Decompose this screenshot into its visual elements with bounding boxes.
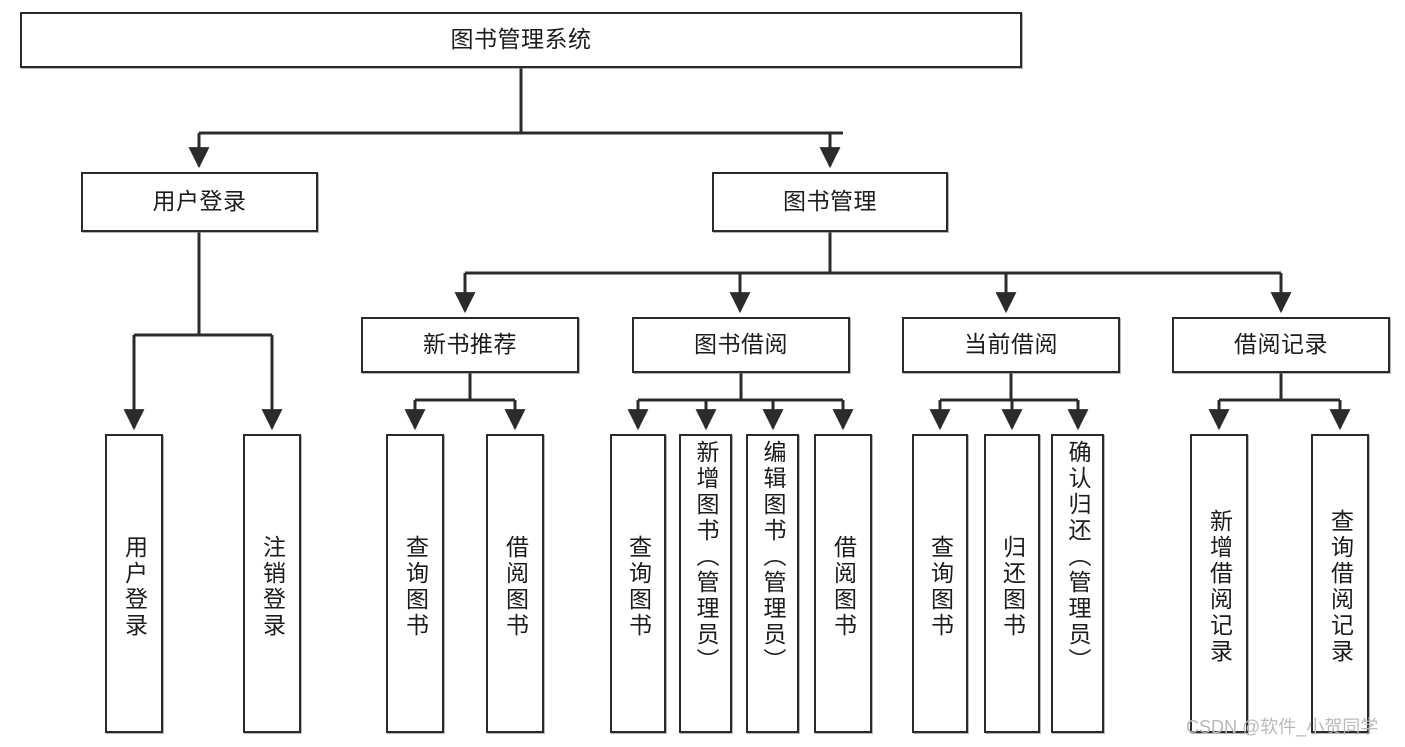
node-leaf-query-book-2[interactable]: 查询图书 (610, 434, 666, 733)
node-leaf-query-book-2-label: 查询图书 (625, 534, 652, 639)
node-leaf-return-book[interactable]: 归还图书 (984, 434, 1040, 733)
watermark-text: CSDN @软件_小贺同学 (1186, 717, 1379, 737)
node-borrow-record-label: 借阅记录 (1234, 331, 1328, 358)
node-leaf-add-book[interactable]: 新增图书（管理员） (679, 434, 732, 733)
node-leaf-logout[interactable]: 注销登录 (243, 434, 301, 733)
node-book-manage[interactable]: 图书管理 (712, 172, 948, 232)
node-current-borrow-label: 当前借阅 (964, 331, 1058, 358)
node-leaf-add-book-label: 新增图书（管理员） (693, 440, 719, 674)
node-leaf-add-record[interactable]: 新增借阅记录 (1190, 434, 1248, 733)
node-book-borrow-label: 图书借阅 (694, 331, 788, 358)
node-user-login-label: 用户登录 (152, 188, 247, 215)
node-current-borrow[interactable]: 当前借阅 (902, 317, 1120, 373)
node-leaf-confirm-return[interactable]: 确认归还（管理员） (1051, 434, 1104, 733)
node-new-book-recommend-label: 新书推荐 (423, 331, 517, 358)
node-leaf-borrow-book-2[interactable]: 借阅图书 (814, 434, 872, 733)
node-leaf-logout-label: 注销登录 (259, 534, 286, 639)
node-leaf-edit-book[interactable]: 编辑图书（管理员） (746, 434, 799, 733)
node-leaf-edit-book-label: 编辑图书（管理员） (760, 440, 786, 674)
node-leaf-query-book-3-label: 查询图书 (927, 534, 954, 639)
node-book-borrow[interactable]: 图书借阅 (632, 317, 850, 373)
node-leaf-query-book-1-label: 查询图书 (402, 534, 429, 639)
node-leaf-query-book-1[interactable]: 查询图书 (386, 434, 444, 733)
node-leaf-borrow-book-1[interactable]: 借阅图书 (486, 434, 544, 733)
node-user-login[interactable]: 用户登录 (81, 172, 318, 232)
node-book-manage-label: 图书管理 (783, 188, 877, 215)
node-leaf-user-login-label: 用户登录 (121, 534, 148, 639)
node-borrow-record[interactable]: 借阅记录 (1172, 317, 1390, 373)
node-root[interactable]: 图书管理系统 (20, 12, 1022, 68)
node-root-label: 图书管理系统 (450, 26, 592, 53)
node-leaf-add-record-label: 新增借阅记录 (1206, 508, 1233, 665)
node-leaf-borrow-book-2-label: 借阅图书 (830, 534, 857, 639)
node-leaf-confirm-return-label: 确认归还（管理员） (1065, 440, 1091, 674)
node-leaf-borrow-book-1-label: 借阅图书 (502, 534, 529, 639)
node-leaf-user-login[interactable]: 用户登录 (105, 434, 163, 733)
node-new-book-recommend[interactable]: 新书推荐 (361, 317, 579, 373)
node-leaf-query-book-3[interactable]: 查询图书 (912, 434, 968, 733)
node-leaf-query-record-label: 查询借阅记录 (1327, 508, 1354, 665)
node-leaf-return-book-label: 归还图书 (999, 534, 1026, 639)
node-leaf-query-record[interactable]: 查询借阅记录 (1311, 434, 1369, 733)
